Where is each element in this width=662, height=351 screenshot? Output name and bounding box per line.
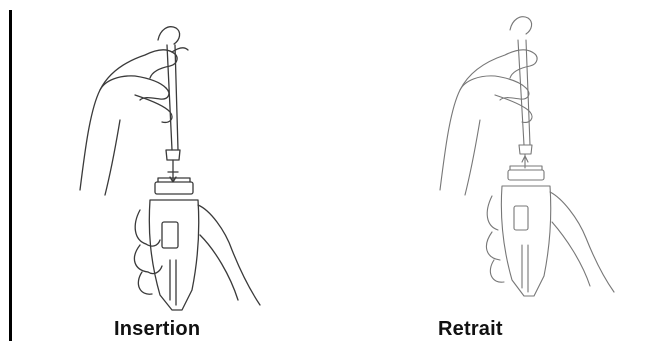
insertion-illustration [60,0,280,351]
tube-icon [518,40,532,168]
device-icon [501,166,550,296]
left-vertical-rule [9,10,12,341]
retrait-illustration [420,0,640,351]
retrait-drawing [420,0,640,320]
upper-hand-icon [80,27,188,195]
insertion-drawing [60,0,280,320]
insertion-caption: Insertion [114,318,200,341]
upper-hand-icon [440,17,537,195]
retrait-caption: Retrait [438,318,503,341]
